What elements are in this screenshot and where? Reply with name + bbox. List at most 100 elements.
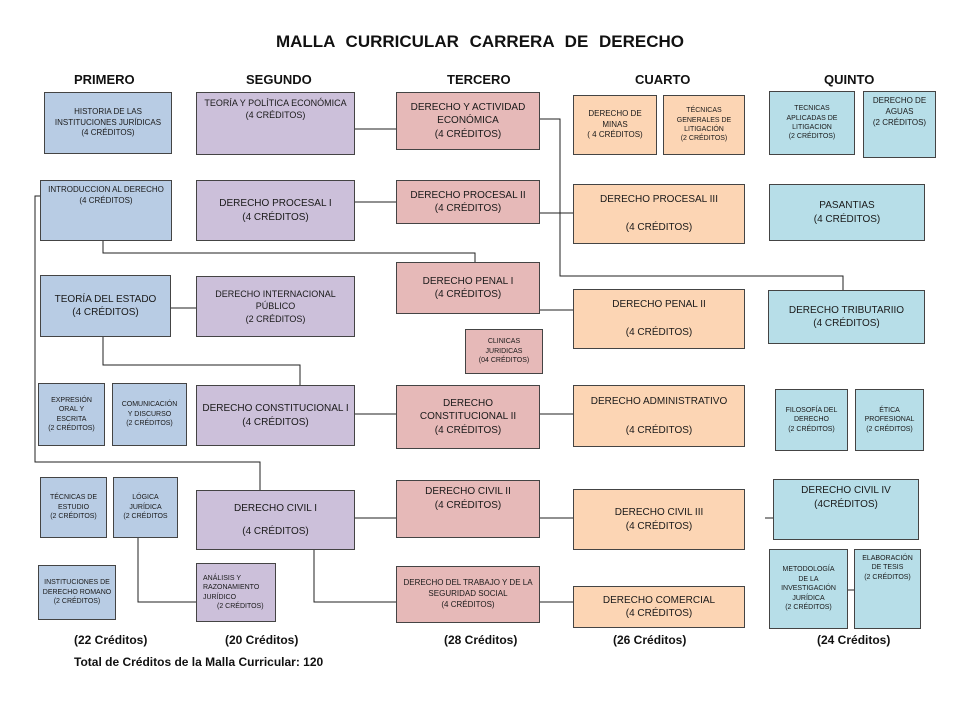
course-teoria-del-estado: TEORÍA DEL ESTADO (4 CRÉDITOS)	[40, 275, 171, 337]
course-title: EXPRESIÓN	[51, 396, 92, 404]
course-title: COMUNICACIÓN	[121, 401, 178, 409]
course-title: SEGURIDAD SOCIAL	[428, 589, 508, 599]
course-metodologia-investigacion-juridica: METODOLOGÍA DE LA INVESTIGACIÓN JURÍDICA…	[769, 549, 848, 629]
page-title: MALLA CURRICULAR CARRERA DE DERECHO	[275, 32, 685, 51]
course-derecho-civil-1: DERECHO CIVIL I (4 CRÉDITOS)	[196, 490, 355, 550]
course-elaboracion-de-tesis: ELABORACIÓN DE TESIS (2 CRÉDITOS)	[854, 549, 921, 629]
course-credits: (4 CRÉDITOS)	[813, 318, 880, 329]
course-derecho-constitucional-1: DERECHO CONSTITUCIONAL I (4 CRÉDITOS)	[196, 385, 355, 446]
course-tecnicas-de-estudio: TÉCNICAS DE ESTUDIO (2 CRÉDITOS)	[40, 477, 107, 538]
total-segundo: (20 Créditos)	[225, 633, 299, 647]
course-title: INSTITUCIONES JURÍDICAS	[54, 117, 162, 127]
course-tecnicas-generales-litigacion: TÉCNICAS GENERALES DE LITIGACIÓN (2 CRÉD…	[663, 95, 745, 155]
course-title: ORAL Y	[58, 406, 85, 414]
course-title: HISTORIA DE LAS	[74, 106, 142, 116]
course-title: DERECHO PROCESAL I	[219, 198, 332, 209]
course-etica-profesional: ÉTICA PROFESIONAL (2 CRÉDITOS)	[855, 389, 924, 451]
course-title: TÉCNICAS DE	[49, 494, 98, 502]
course-credits: (04 CRÉDITOS)	[478, 357, 530, 365]
course-credits: (4 CRÉDITOS)	[625, 222, 693, 234]
course-credits: (4 CRÉDITOS)	[434, 499, 502, 511]
course-credits: (4 CRÉDITOS)	[242, 211, 309, 223]
course-credits: (4 CRÉDITOS)	[434, 203, 502, 214]
course-credits: (4 CRÉDITOS)	[625, 327, 693, 339]
course-credits: (4 CRÉDITOS)	[434, 289, 502, 300]
total-primero: (22 Créditos)	[74, 633, 148, 647]
course-title: MINAS	[602, 119, 628, 129]
course-title: ESTUDIO	[57, 503, 90, 511]
course-clinicas-juridicas: CLINICAS JURIDICAS (04 CRÉDITOS)	[465, 329, 543, 374]
course-title: ESCRITA	[56, 415, 87, 423]
course-title: JURIDICAS	[485, 347, 523, 355]
course-title: APLICADAS DE	[786, 114, 838, 122]
course-derecho-actividad-economica: DERECHO Y ACTIVIDAD ECONÓMICA (4 CRÉDITO…	[396, 92, 540, 150]
course-title: INTRODUCCION AL DERECHO	[48, 185, 164, 194]
course-title: INSTITUCIONES DE	[44, 579, 110, 587]
course-title: PROFESIONAL	[864, 416, 915, 424]
course-credits: (4 CRÉDITOS)	[79, 195, 133, 205]
course-title: GENERALES DE	[676, 116, 732, 124]
course-title: DERECHO DEL TRABAJO Y DE LA	[403, 578, 533, 588]
year-header-primero: PRIMERO	[74, 72, 135, 87]
course-credits: (4 CRÉDITOS)	[441, 599, 495, 609]
course-derecho-procesal-2: DERECHO PROCESAL II (4 CRÉDITOS)	[396, 180, 540, 224]
course-credits: (2 CRÉDITOS)	[785, 604, 832, 612]
course-title: TEORÍA DEL ESTADO	[54, 293, 157, 305]
course-logica-juridica: LÓGICA JURÍDICA (2 CRÉDITOS	[113, 477, 178, 538]
course-title: DERECHO PENAL I	[422, 275, 514, 287]
course-title: DE LA	[798, 575, 819, 583]
course-credits: (4 CRÉDITOS)	[625, 608, 693, 619]
course-title: DERECHO COMERCIAL	[602, 594, 716, 606]
course-derecho-procesal-1: DERECHO PROCESAL I (4 CRÉDITOS)	[196, 180, 355, 241]
course-title: ANÁLISIS Y	[203, 574, 242, 582]
course-credits: (2 CRÉDITOS)	[245, 313, 306, 324]
course-title: TEORÍA Y POLÍTICA ECONÓMICA	[204, 98, 347, 108]
course-teoria-politica-economica: TEORÍA Y POLÍTICA ECONÓMICA (4 CRÉDITOS)	[196, 92, 355, 155]
course-title: DERECHO	[442, 397, 493, 409]
course-filosofia-del-derecho: FILOSOFÍA DEL DERECHO (2 CRÉDITOS)	[775, 389, 848, 451]
course-tecnicas-aplicadas-litigacion: TECNICAS APLICADAS DE LITIGACION (2 CRÉD…	[769, 91, 855, 155]
course-comunicacion-discurso: COMUNICACIÓN Y DISCURSO (2 CRÉDITOS)	[112, 383, 187, 446]
course-title: DERECHO INTERNACIONAL	[215, 289, 336, 300]
course-title: PÚBLICO	[255, 301, 296, 312]
course-title: DERECHO PENAL II	[612, 299, 706, 311]
course-title: RAZONAMIENTO	[203, 584, 260, 592]
course-credits: (2 CRÉDITOS)	[864, 573, 911, 581]
course-derecho-administrativo: DERECHO ADMINISTRATIVO (4 CRÉDITOS)	[573, 385, 745, 447]
course-historia-instituciones-juridicas: HISTORIA DE LAS INSTITUCIONES JURÍDICAS …	[44, 92, 172, 154]
course-title: LITIGACIÓN	[684, 126, 724, 133]
total-tercero: (28 Créditos)	[444, 633, 518, 647]
course-derecho-constitucional-2: DERECHO CONSTITUCIONAL II (4 CRÉDITOS)	[396, 385, 540, 449]
course-title: DERECHO DE	[872, 96, 927, 105]
course-instituciones-derecho-romano: INSTITUCIONES DE DERECHO ROMANO (2 CRÉDI…	[38, 565, 116, 620]
course-credits: (2 CRÉDITOS)	[126, 420, 173, 428]
course-title: DERECHO ROMANO	[42, 588, 112, 596]
course-credits: (4 CRÉDITOS)	[245, 110, 306, 121]
course-title: DERECHO CIVIL I	[234, 502, 317, 514]
course-title: TECNICAS	[794, 105, 830, 113]
course-title: DERECHO CIVIL III	[614, 507, 704, 518]
course-title: JURÍDICA	[129, 503, 162, 511]
course-title: DERECHO	[793, 416, 829, 424]
course-derecho-tributario: DERECHO TRIBUTARIIO (4 CRÉDITOS)	[768, 290, 925, 344]
year-header-segundo: SEGUNDO	[246, 72, 312, 87]
course-title: DERECHO ADMINISTRATIVO	[590, 395, 728, 407]
course-title: DERECHO DE	[588, 108, 642, 118]
grand-total: Total de Créditos de la Malla Curricular…	[74, 655, 324, 669]
course-pasantias: PASANTIAS (4 CRÉDITOS)	[769, 184, 925, 241]
course-title: METODOLOGÍA	[782, 566, 835, 574]
course-credits: (2 CRÉDITOS	[123, 513, 168, 521]
course-credits: (4CRÉDITOS)	[814, 498, 878, 510]
course-credits: (2 CRÉDITOS)	[48, 424, 95, 432]
course-title: LITIGACION	[792, 124, 832, 131]
course-credits: (2 CRÉDITOS)	[788, 133, 836, 141]
course-credits: (2 CRÉDITOS)	[680, 135, 728, 143]
course-title: AGUAS	[885, 106, 914, 116]
course-credits: (4 CRÉDITOS)	[434, 128, 502, 140]
course-analisis-razonamiento-juridico: ANÁLISIS Y RAZONAMIENTO JURÍDICO (2 CRÉD…	[196, 563, 276, 622]
course-title: DERECHO Y ACTIVIDAD	[410, 101, 526, 113]
course-credits: (4 CRÉDITOS)	[813, 213, 881, 225]
course-derecho-procesal-3: DERECHO PROCESAL III (4 CRÉDITOS)	[573, 184, 745, 244]
course-title: LÓGICA	[132, 494, 159, 502]
course-title: DERECHO PROCESAL III	[600, 194, 718, 206]
